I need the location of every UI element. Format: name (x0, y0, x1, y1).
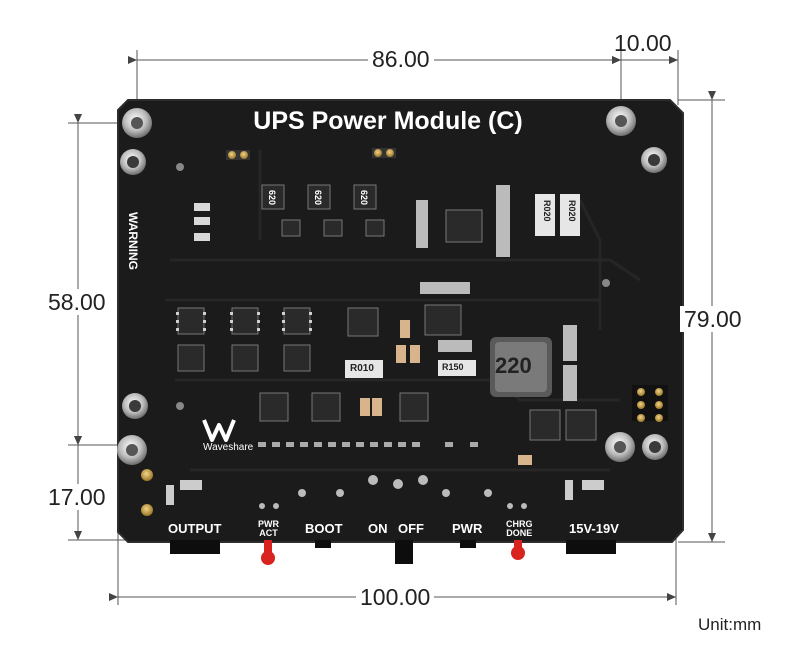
warning-label: WARNING (126, 212, 140, 270)
brand-label: Waveshare (203, 442, 254, 453)
chrg-done-label: CHRG DONE (506, 520, 533, 538)
ic-pins (176, 312, 312, 331)
unit-label: Unit:mm (698, 615, 762, 634)
off-label: OFF (398, 521, 424, 536)
dim-left-lower: 17.00 (44, 484, 110, 510)
resistor-label-4: R150 (442, 362, 464, 372)
resistor-label-3: R010 (350, 363, 374, 374)
dim-top-width: 86.00 (368, 46, 434, 72)
dim-bottom-width: 100.00 (356, 584, 435, 610)
pwr-act-line-1: PWR (258, 519, 279, 529)
dim-right-height: 79.00 (680, 306, 746, 332)
capacitors (360, 320, 532, 465)
resistor-label-1: R020 (542, 200, 552, 222)
diode-label-2: 620 (313, 190, 323, 206)
inductor (490, 337, 552, 397)
mounting-holes (117, 106, 668, 465)
on-label: ON (368, 521, 388, 536)
dim-top-right: 10.00 (614, 30, 672, 56)
chrg-done-line-1: CHRG (506, 519, 533, 529)
boot-label: BOOT (305, 521, 343, 536)
pwr-act-line-2: ACT (259, 528, 278, 538)
resistor-label-2: R020 (567, 200, 577, 222)
warning-leds (194, 203, 210, 241)
input-voltage-label: 15V-19V (569, 521, 619, 536)
waveshare-logo-icon (202, 419, 236, 442)
output-label: OUTPUT (168, 521, 222, 536)
resistor-arrays (416, 185, 577, 401)
ic-chips (177, 184, 597, 441)
chrg-done-line-2: DONE (506, 528, 533, 538)
dim-left-upper: 58.00 (44, 289, 110, 315)
power-resistors (345, 194, 580, 378)
pwr-act-label: PWR ACT (258, 520, 279, 538)
diode-label-1: 620 (267, 190, 277, 206)
bottom-components (166, 475, 616, 565)
pin-headers (141, 148, 668, 516)
diode-label-3: 620 (359, 190, 369, 206)
smd-row (258, 442, 478, 447)
inductor-label: 220 (495, 353, 532, 378)
board-title: UPS Power Module (C) (253, 107, 523, 135)
pwr-label: PWR (452, 521, 483, 536)
